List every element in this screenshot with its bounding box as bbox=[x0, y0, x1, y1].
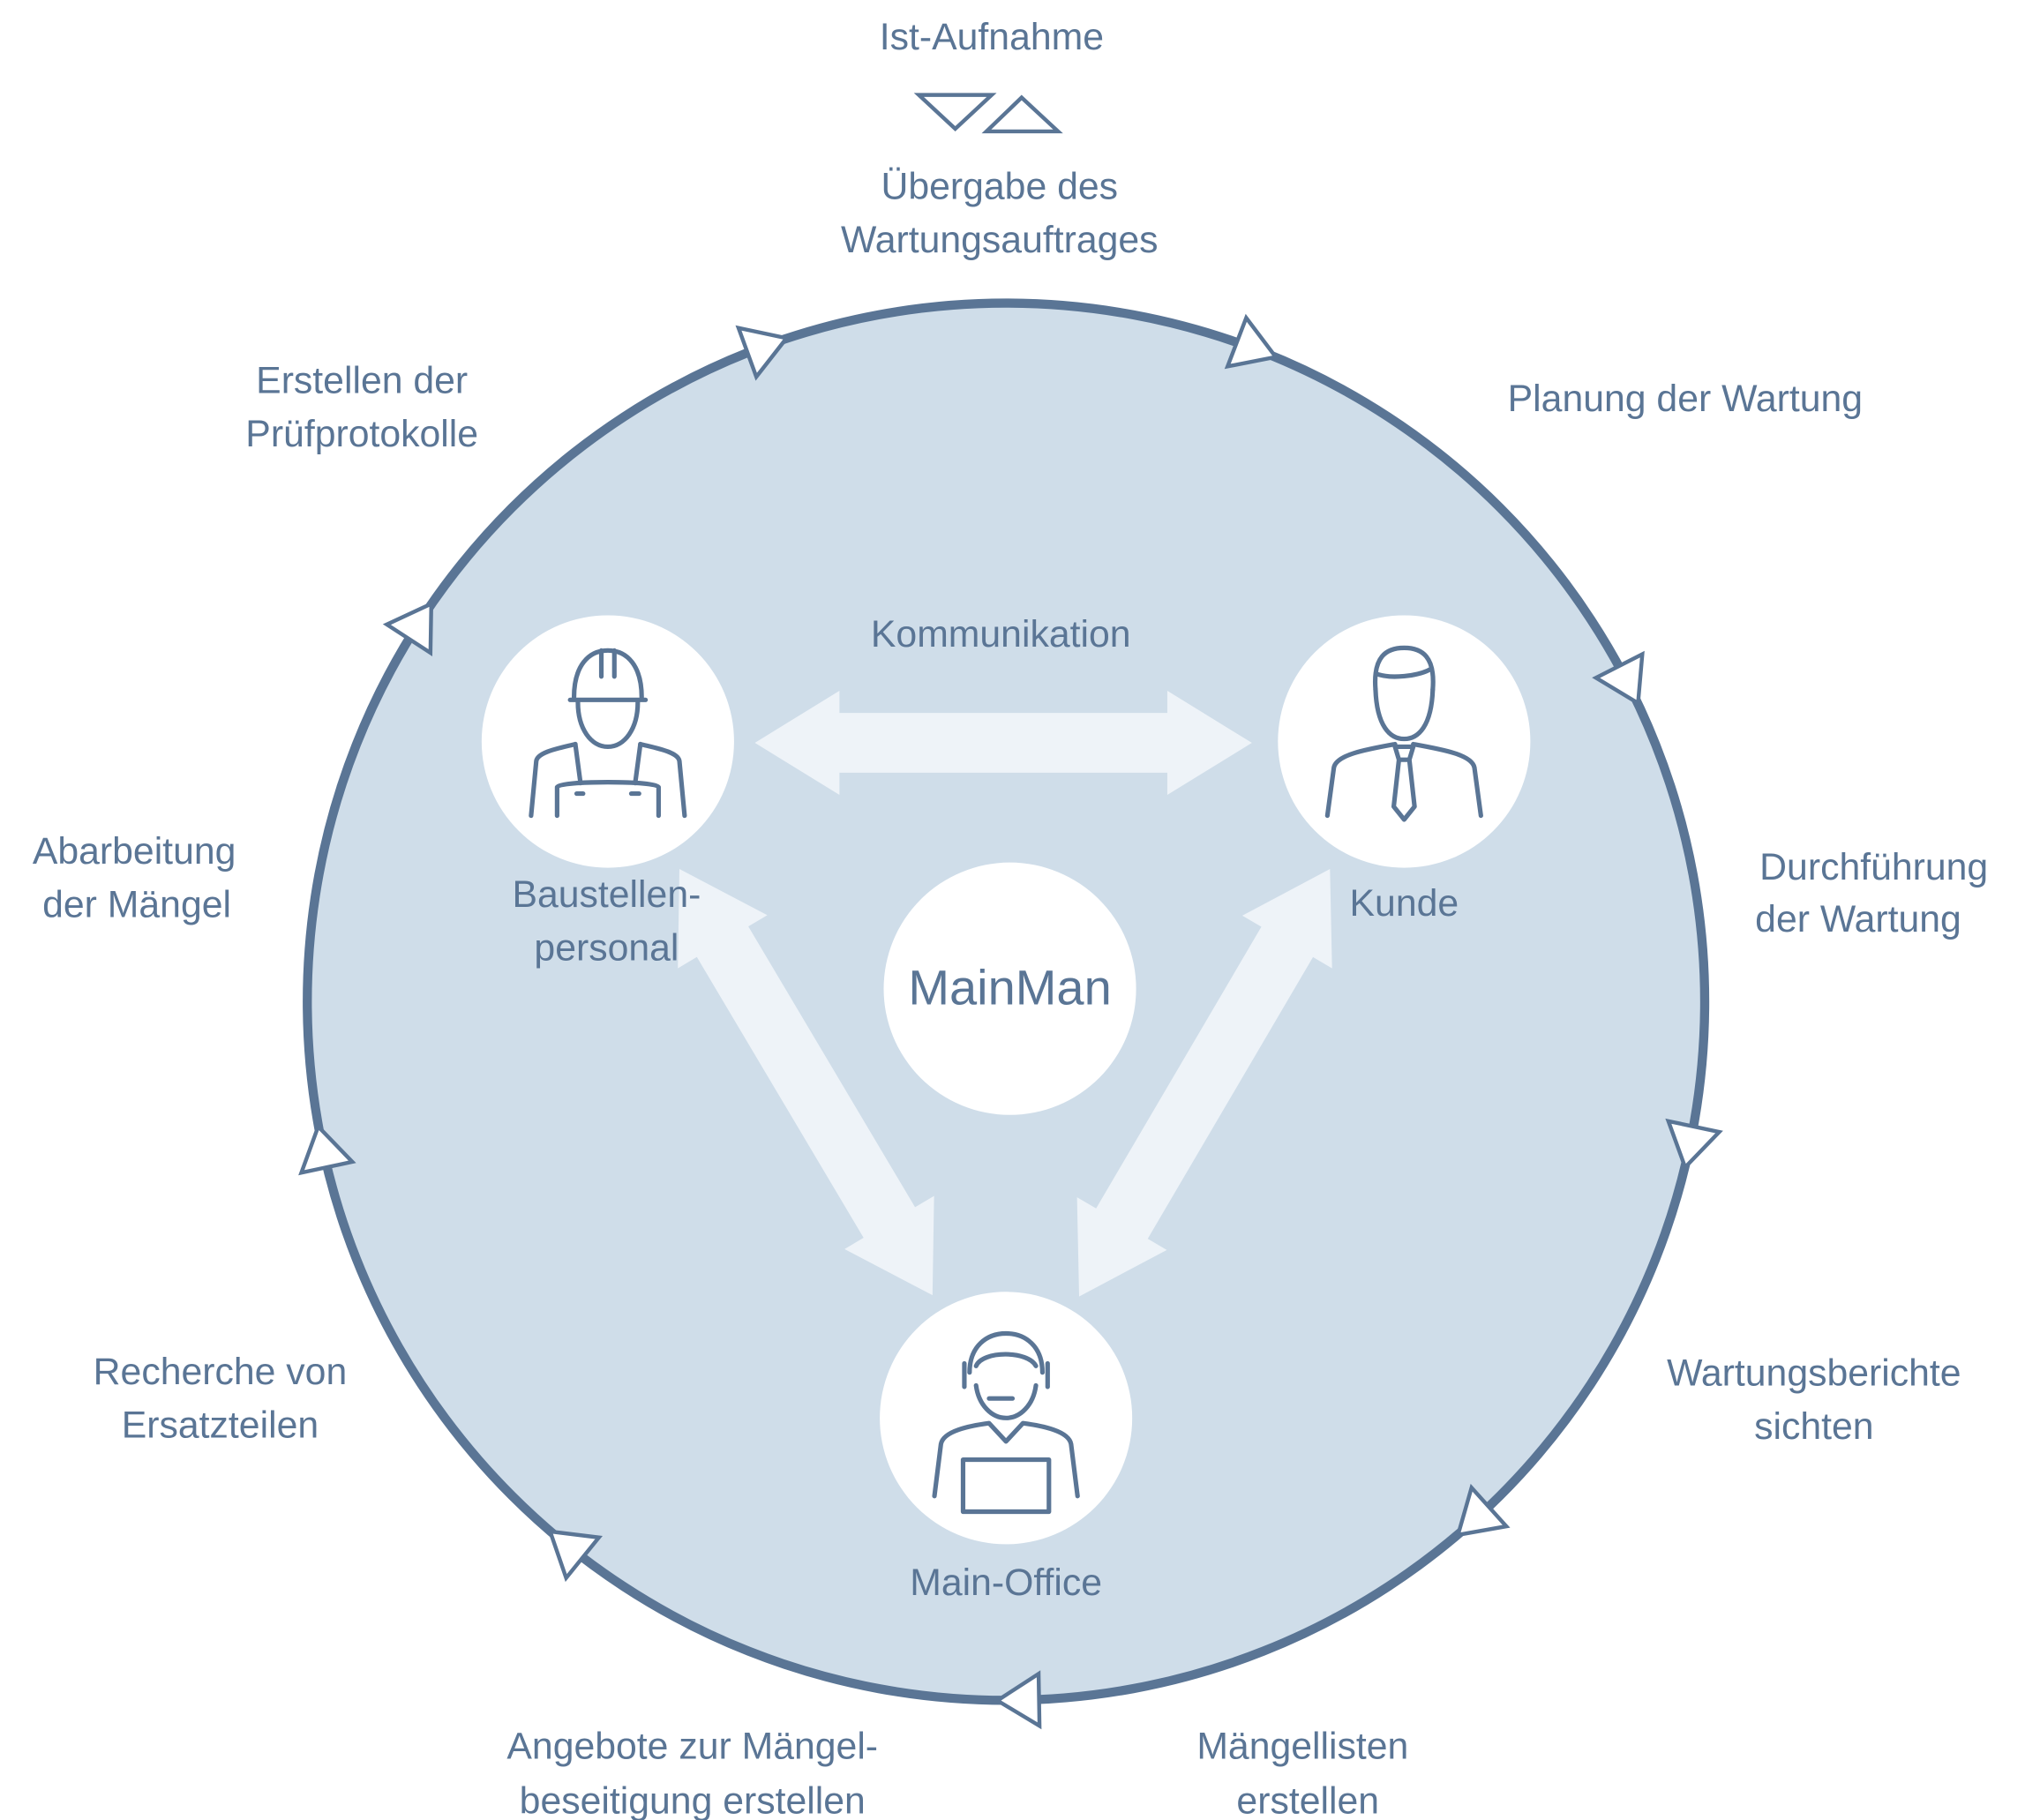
step-label: erstellen bbox=[1236, 1780, 1379, 1820]
step-label: sichten bbox=[1754, 1405, 1873, 1448]
step-label: Prüfprotokolle bbox=[245, 413, 478, 455]
arrow-site-office bbox=[678, 869, 934, 1296]
step-label: Erstellen der bbox=[256, 359, 468, 401]
legend-bottom-label-2: Wartungsauftrages bbox=[841, 219, 1159, 261]
step-label: Recherche von bbox=[94, 1351, 348, 1393]
center-circle bbox=[883, 862, 1136, 1115]
step-label: Mängellisten bbox=[1196, 1726, 1408, 1768]
step-label: Angebote zur Mängel- bbox=[506, 1726, 878, 1768]
legend-bottom-label-1: Übergabe des bbox=[881, 166, 1118, 208]
cycle-arrow-icon bbox=[382, 600, 434, 657]
legend-top-label: Ist-Aufnahme bbox=[880, 16, 1104, 58]
down-triangle-icon bbox=[913, 93, 997, 132]
businessman-icon bbox=[1324, 645, 1483, 822]
communication-label: Kommunikation bbox=[871, 613, 1131, 655]
main-office-label: Main-Office bbox=[910, 1562, 1102, 1604]
arrow-customer-office bbox=[1076, 869, 1332, 1297]
arrow-site-customer bbox=[754, 691, 1252, 795]
step-label: beseitigung erstellen bbox=[520, 1780, 866, 1820]
step-label: der Wartung bbox=[1755, 898, 1961, 940]
center-label: MainMan bbox=[908, 959, 1111, 1015]
step-label: Planung der Wartung bbox=[1508, 378, 1863, 420]
cycle-arrow-icon bbox=[298, 1122, 356, 1176]
cycle-arrow-icon bbox=[735, 325, 791, 381]
site-personnel-label-1: Baustellen- bbox=[512, 873, 701, 916]
cycle-arrow-icon bbox=[1455, 1483, 1511, 1538]
cycle-arrow-icon bbox=[1592, 650, 1645, 707]
cycle-arrow-icon bbox=[994, 1670, 1042, 1730]
construction-worker-icon bbox=[529, 648, 687, 819]
customer-circle bbox=[1278, 615, 1531, 868]
cycle-direction-arrows bbox=[298, 313, 1723, 1730]
up-triangle-icon bbox=[981, 94, 1063, 134]
cycle-arrow-icon bbox=[1224, 313, 1279, 370]
step-label: Abarbeitung bbox=[33, 830, 236, 873]
cycle-arrow-icon bbox=[547, 1529, 603, 1583]
step-label: Durchführung bbox=[1759, 846, 1988, 888]
customer-label: Kunde bbox=[1350, 882, 1459, 925]
site-personnel-circle bbox=[481, 615, 734, 868]
step-label: Ersatzteilen bbox=[122, 1404, 319, 1446]
cycle-arrow-icon bbox=[1665, 1118, 1723, 1172]
headset-operator-icon bbox=[932, 1330, 1080, 1515]
step-label: der Mängel bbox=[42, 884, 231, 926]
communication-arrows bbox=[678, 691, 1332, 1297]
step-label: Wartungsberichte bbox=[1667, 1352, 1961, 1394]
site-personnel-label-2: personal bbox=[534, 926, 679, 969]
